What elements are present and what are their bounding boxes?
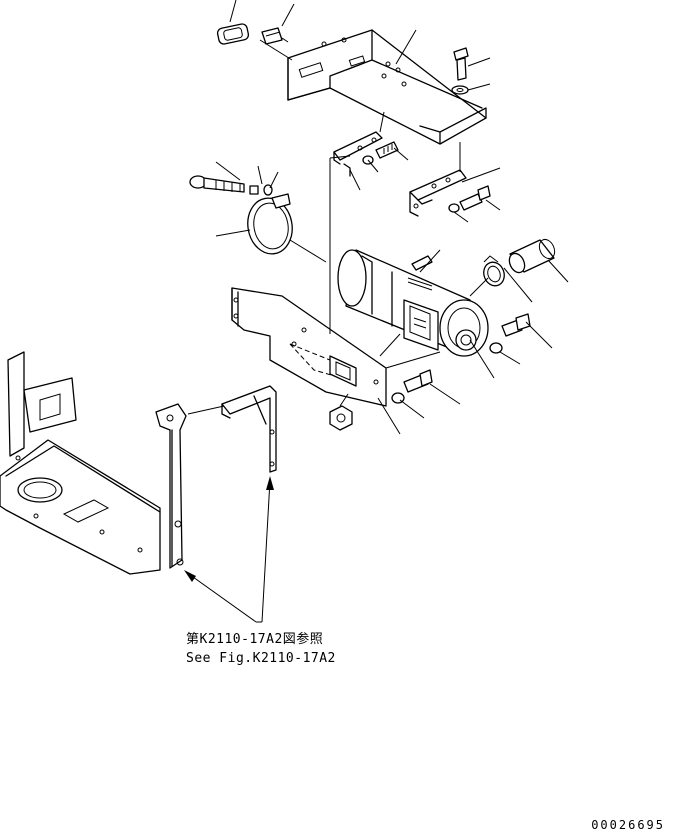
upper-cover-plate [287, 29, 487, 145]
figure-reference-japanese: 第K2110-17A2図参照 [186, 632, 324, 647]
bolt-with-washer [448, 185, 491, 213]
vertical-plate [155, 403, 187, 569]
leader-lines [185, 0, 569, 623]
canister-filter [337, 249, 489, 357]
bolt [453, 47, 469, 81]
nut [329, 405, 353, 431]
bolt-with-washer [391, 369, 433, 404]
hose-clamp [247, 193, 293, 255]
arrow-head [184, 476, 274, 582]
bolt [189, 175, 273, 196]
filter-mount-plate [231, 287, 387, 407]
hose [508, 238, 556, 274]
grommet [216, 23, 250, 45]
clip [261, 27, 289, 45]
hose-clamp [483, 255, 505, 287]
base-plate [0, 351, 161, 575]
bolt-with-washer [489, 313, 531, 354]
figure-reference-english: See Fig.K2110-17A2 [186, 651, 336, 666]
washer [451, 85, 469, 95]
right-bracket [409, 169, 467, 217]
support-stay [221, 385, 277, 473]
upper-bracket [333, 131, 399, 177]
drawing-number: 00026695 [591, 818, 665, 832]
